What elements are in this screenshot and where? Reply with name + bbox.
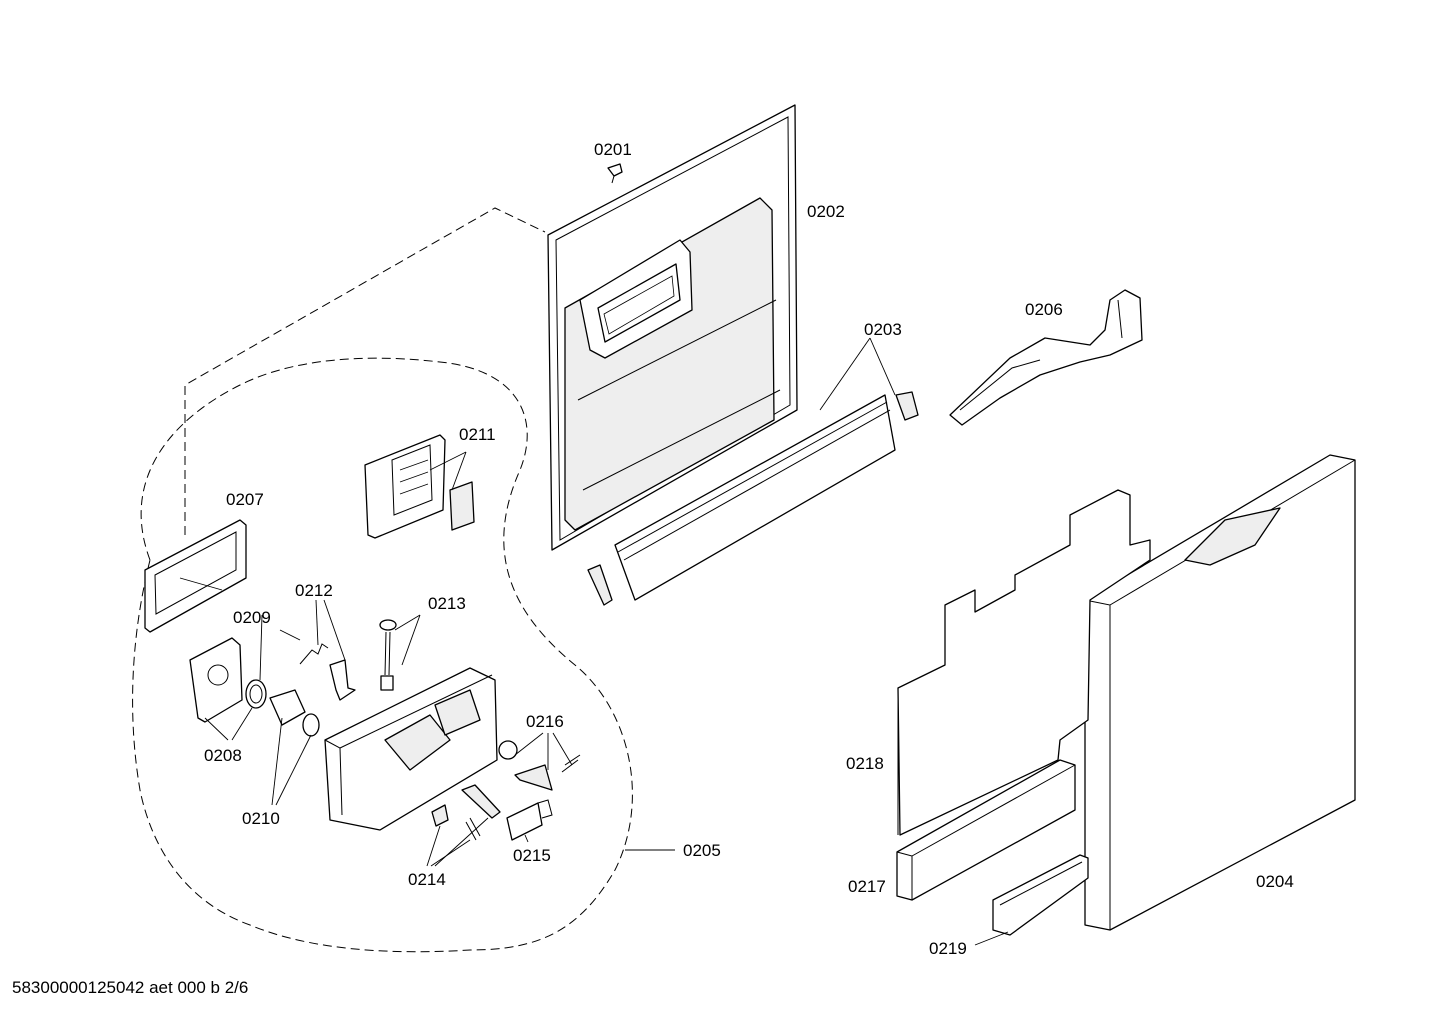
label-0209: 0209 [233, 608, 271, 627]
detergent-frame-0211 [364, 434, 475, 539]
label-0208: 0208 [204, 746, 242, 765]
seal-frame-0207 [144, 519, 247, 633]
label-0210: 0210 [242, 809, 280, 828]
label-0201: 0201 [594, 140, 632, 159]
leader-lines [179, 337, 1009, 946]
microswitch-0215 [506, 799, 553, 841]
cap-0210 [269, 689, 320, 737]
label-0217: 0217 [848, 877, 886, 896]
handle-strip-0219 [992, 854, 1089, 936]
label-0219: 0219 [929, 939, 967, 958]
seal-ring-0209 [245, 679, 267, 709]
outer-door-panel-0204 [1084, 454, 1356, 931]
dispenser-body-0205 [324, 667, 498, 831]
lid-cover-0208 [189, 637, 243, 723]
bottom-rail-0203 [587, 391, 919, 606]
release-parts-0216 [498, 740, 581, 791]
hinge-bracket-0206 [949, 289, 1143, 426]
label-0206: 0206 [1025, 300, 1063, 319]
label-0204: 0204 [1256, 872, 1294, 891]
inner-door-frame-0202 [547, 104, 798, 551]
label-0213: 0213 [428, 594, 466, 613]
label-0214: 0214 [408, 870, 446, 889]
label-0215: 0215 [513, 846, 551, 865]
spring-lever-0212 [299, 643, 356, 701]
label-0207: 0207 [226, 490, 264, 509]
label-0212: 0212 [295, 581, 333, 600]
insulation-strip-0217 [896, 759, 1076, 901]
assembly-0205-boundary [132, 357, 633, 953]
label-0218: 0218 [846, 754, 884, 773]
screw-0201 [607, 163, 623, 184]
dashed-callout-line [184, 207, 546, 535]
drawing-footer-code: 58300000125042 aet 000 b 2/6 [12, 978, 249, 997]
latch-parts-0214 [431, 784, 501, 841]
label-0202: 0202 [807, 202, 845, 221]
label-0216: 0216 [526, 712, 564, 731]
label-0205: 0205 [683, 841, 721, 860]
insulation-mat-0218 [897, 489, 1151, 836]
label-0203: 0203 [864, 320, 902, 339]
label-0211: 0211 [459, 425, 496, 444]
pin-0213 [379, 619, 397, 691]
